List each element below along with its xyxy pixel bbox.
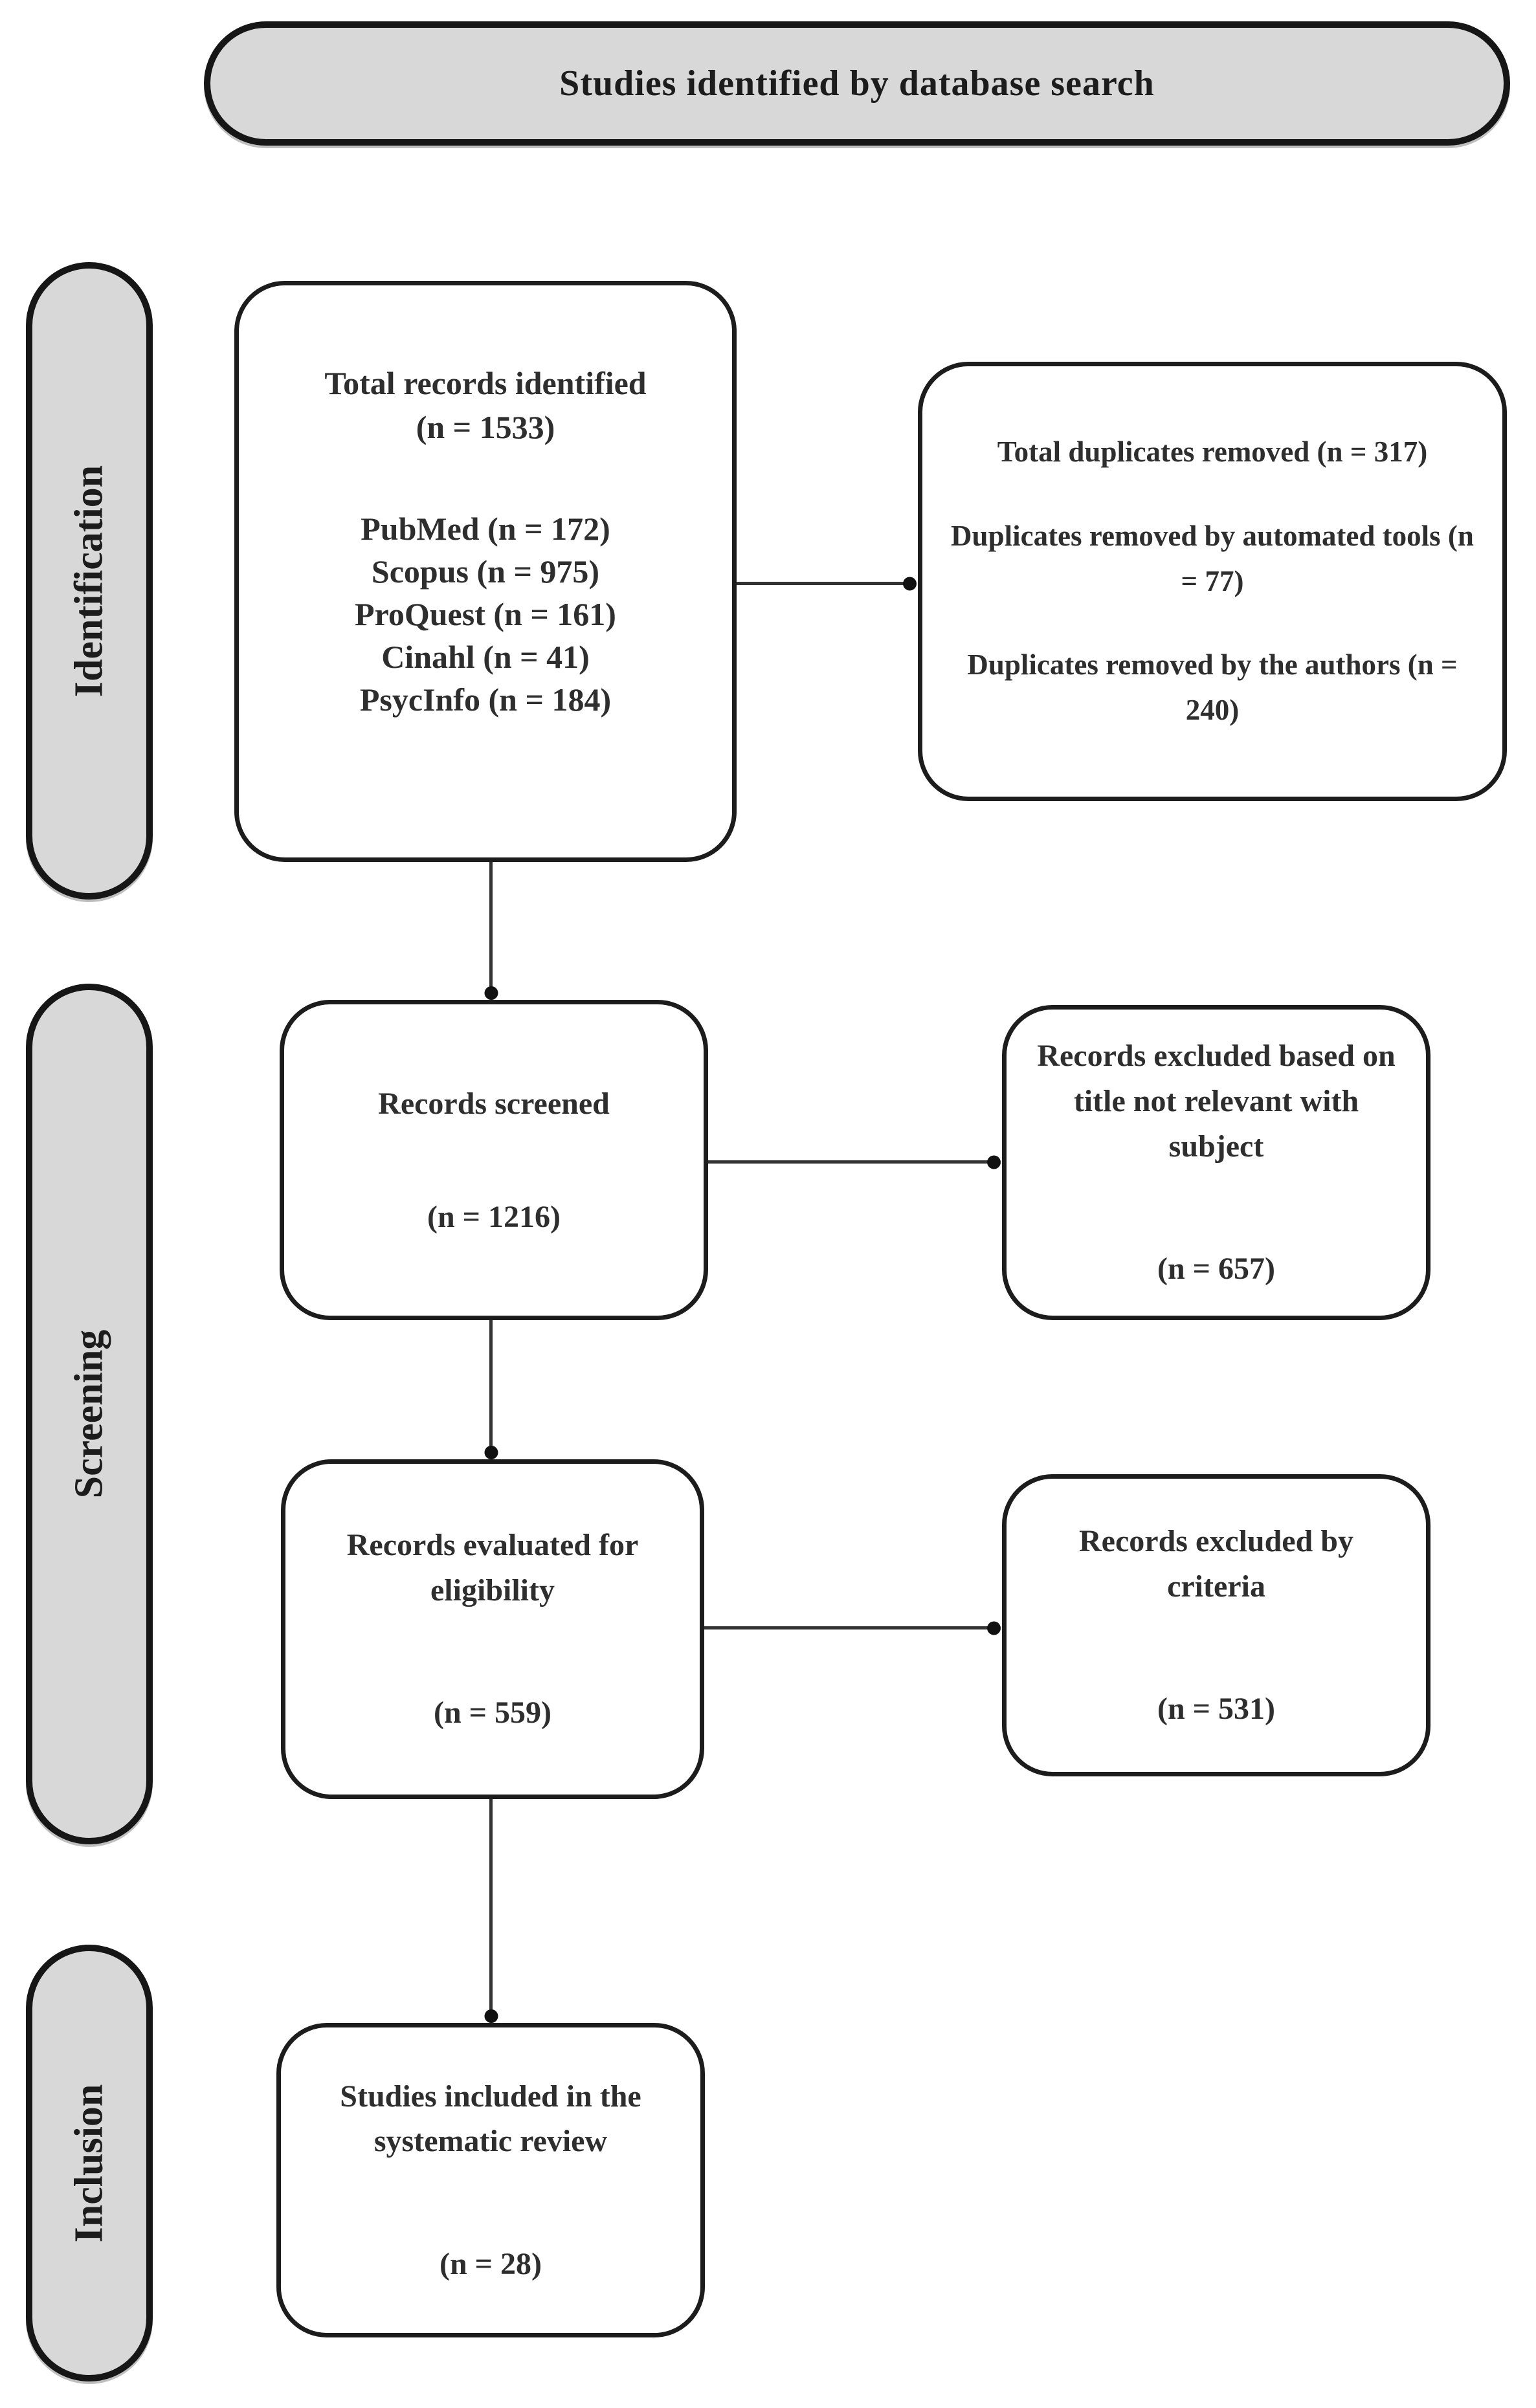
arrow-screened-to-excluded xyxy=(708,1160,997,1164)
title-banner: Studies identified by database search xyxy=(204,21,1510,146)
source-psycinfo: PsycInfo (n = 184) xyxy=(359,681,612,718)
records-evaluated-title: Records evaluated for eligibility xyxy=(346,1528,639,1607)
records-identified-count: (n = 1533) xyxy=(416,408,555,445)
box-records-excluded-title: Records excluded based on title not rele… xyxy=(1002,1005,1430,1320)
records-screened-count: (n = 1216) xyxy=(427,1199,561,1234)
arrow-evaluated-to-included xyxy=(489,1799,493,2018)
stage-label-identification: Identification xyxy=(26,262,153,900)
records-excluded-title-text: Records excluded based on title not rele… xyxy=(1037,1039,1396,1164)
records-evaluated-count: (n = 559) xyxy=(433,1696,551,1730)
stage-label-screening-text: Screening xyxy=(67,1329,111,1499)
studies-included-title: Studies included in the systematic revie… xyxy=(340,2079,641,2159)
arrow-screened-to-evaluated xyxy=(489,1320,493,1454)
records-excluded-criteria-text: Records excluded by criteria xyxy=(1079,1524,1353,1604)
records-identified-title: Total records identified xyxy=(324,364,647,401)
stage-label-screening: Screening xyxy=(26,984,153,1844)
duplicates-automated: Duplicates removed by automated tools (n… xyxy=(951,519,1474,597)
box-duplicates-removed: Total duplicates removed (n = 317) Dupli… xyxy=(918,362,1507,801)
arrow-identified-to-screened xyxy=(489,862,493,995)
stage-label-identification-text: Identification xyxy=(67,465,111,697)
source-cinahl: Cinahl (n = 41) xyxy=(381,638,590,675)
box-records-excluded-criteria: Records excluded by criteria (n = 531) xyxy=(1002,1474,1430,1776)
records-excluded-criteria-count: (n = 531) xyxy=(1157,1692,1275,1727)
source-proquest: ProQuest (n = 161) xyxy=(355,595,616,632)
box-records-identified: Total records identified (n = 1533) PubM… xyxy=(234,281,737,862)
diagram-title: Studies identified by database search xyxy=(559,63,1155,104)
arrow-identified-to-duplicates xyxy=(737,582,913,585)
box-studies-included: Studies included in the systematic revie… xyxy=(276,2023,705,2337)
source-scopus: Scopus (n = 975) xyxy=(371,553,600,590)
source-pubmed: PubMed (n = 172) xyxy=(361,510,610,547)
duplicates-authors: Duplicates removed by the authors (n = 2… xyxy=(967,648,1458,727)
box-records-screened: Records screened (n = 1216) xyxy=(280,1000,708,1320)
duplicates-total: Total duplicates removed (n = 317) xyxy=(997,436,1428,469)
records-identified-sources: PubMed (n = 172) Scopus (n = 975) ProQue… xyxy=(355,507,616,721)
stage-label-inclusion: Inclusion xyxy=(26,1945,153,2381)
studies-included-count: (n = 28) xyxy=(439,2246,542,2281)
stage-label-inclusion-text: Inclusion xyxy=(67,2084,111,2242)
records-screened-title: Records screened xyxy=(378,1086,610,1121)
arrow-evaluated-to-excluded xyxy=(704,1626,997,1629)
records-excluded-title-count: (n = 657) xyxy=(1157,1252,1275,1287)
box-records-evaluated: Records evaluated for eligibility (n = 5… xyxy=(281,1459,704,1799)
